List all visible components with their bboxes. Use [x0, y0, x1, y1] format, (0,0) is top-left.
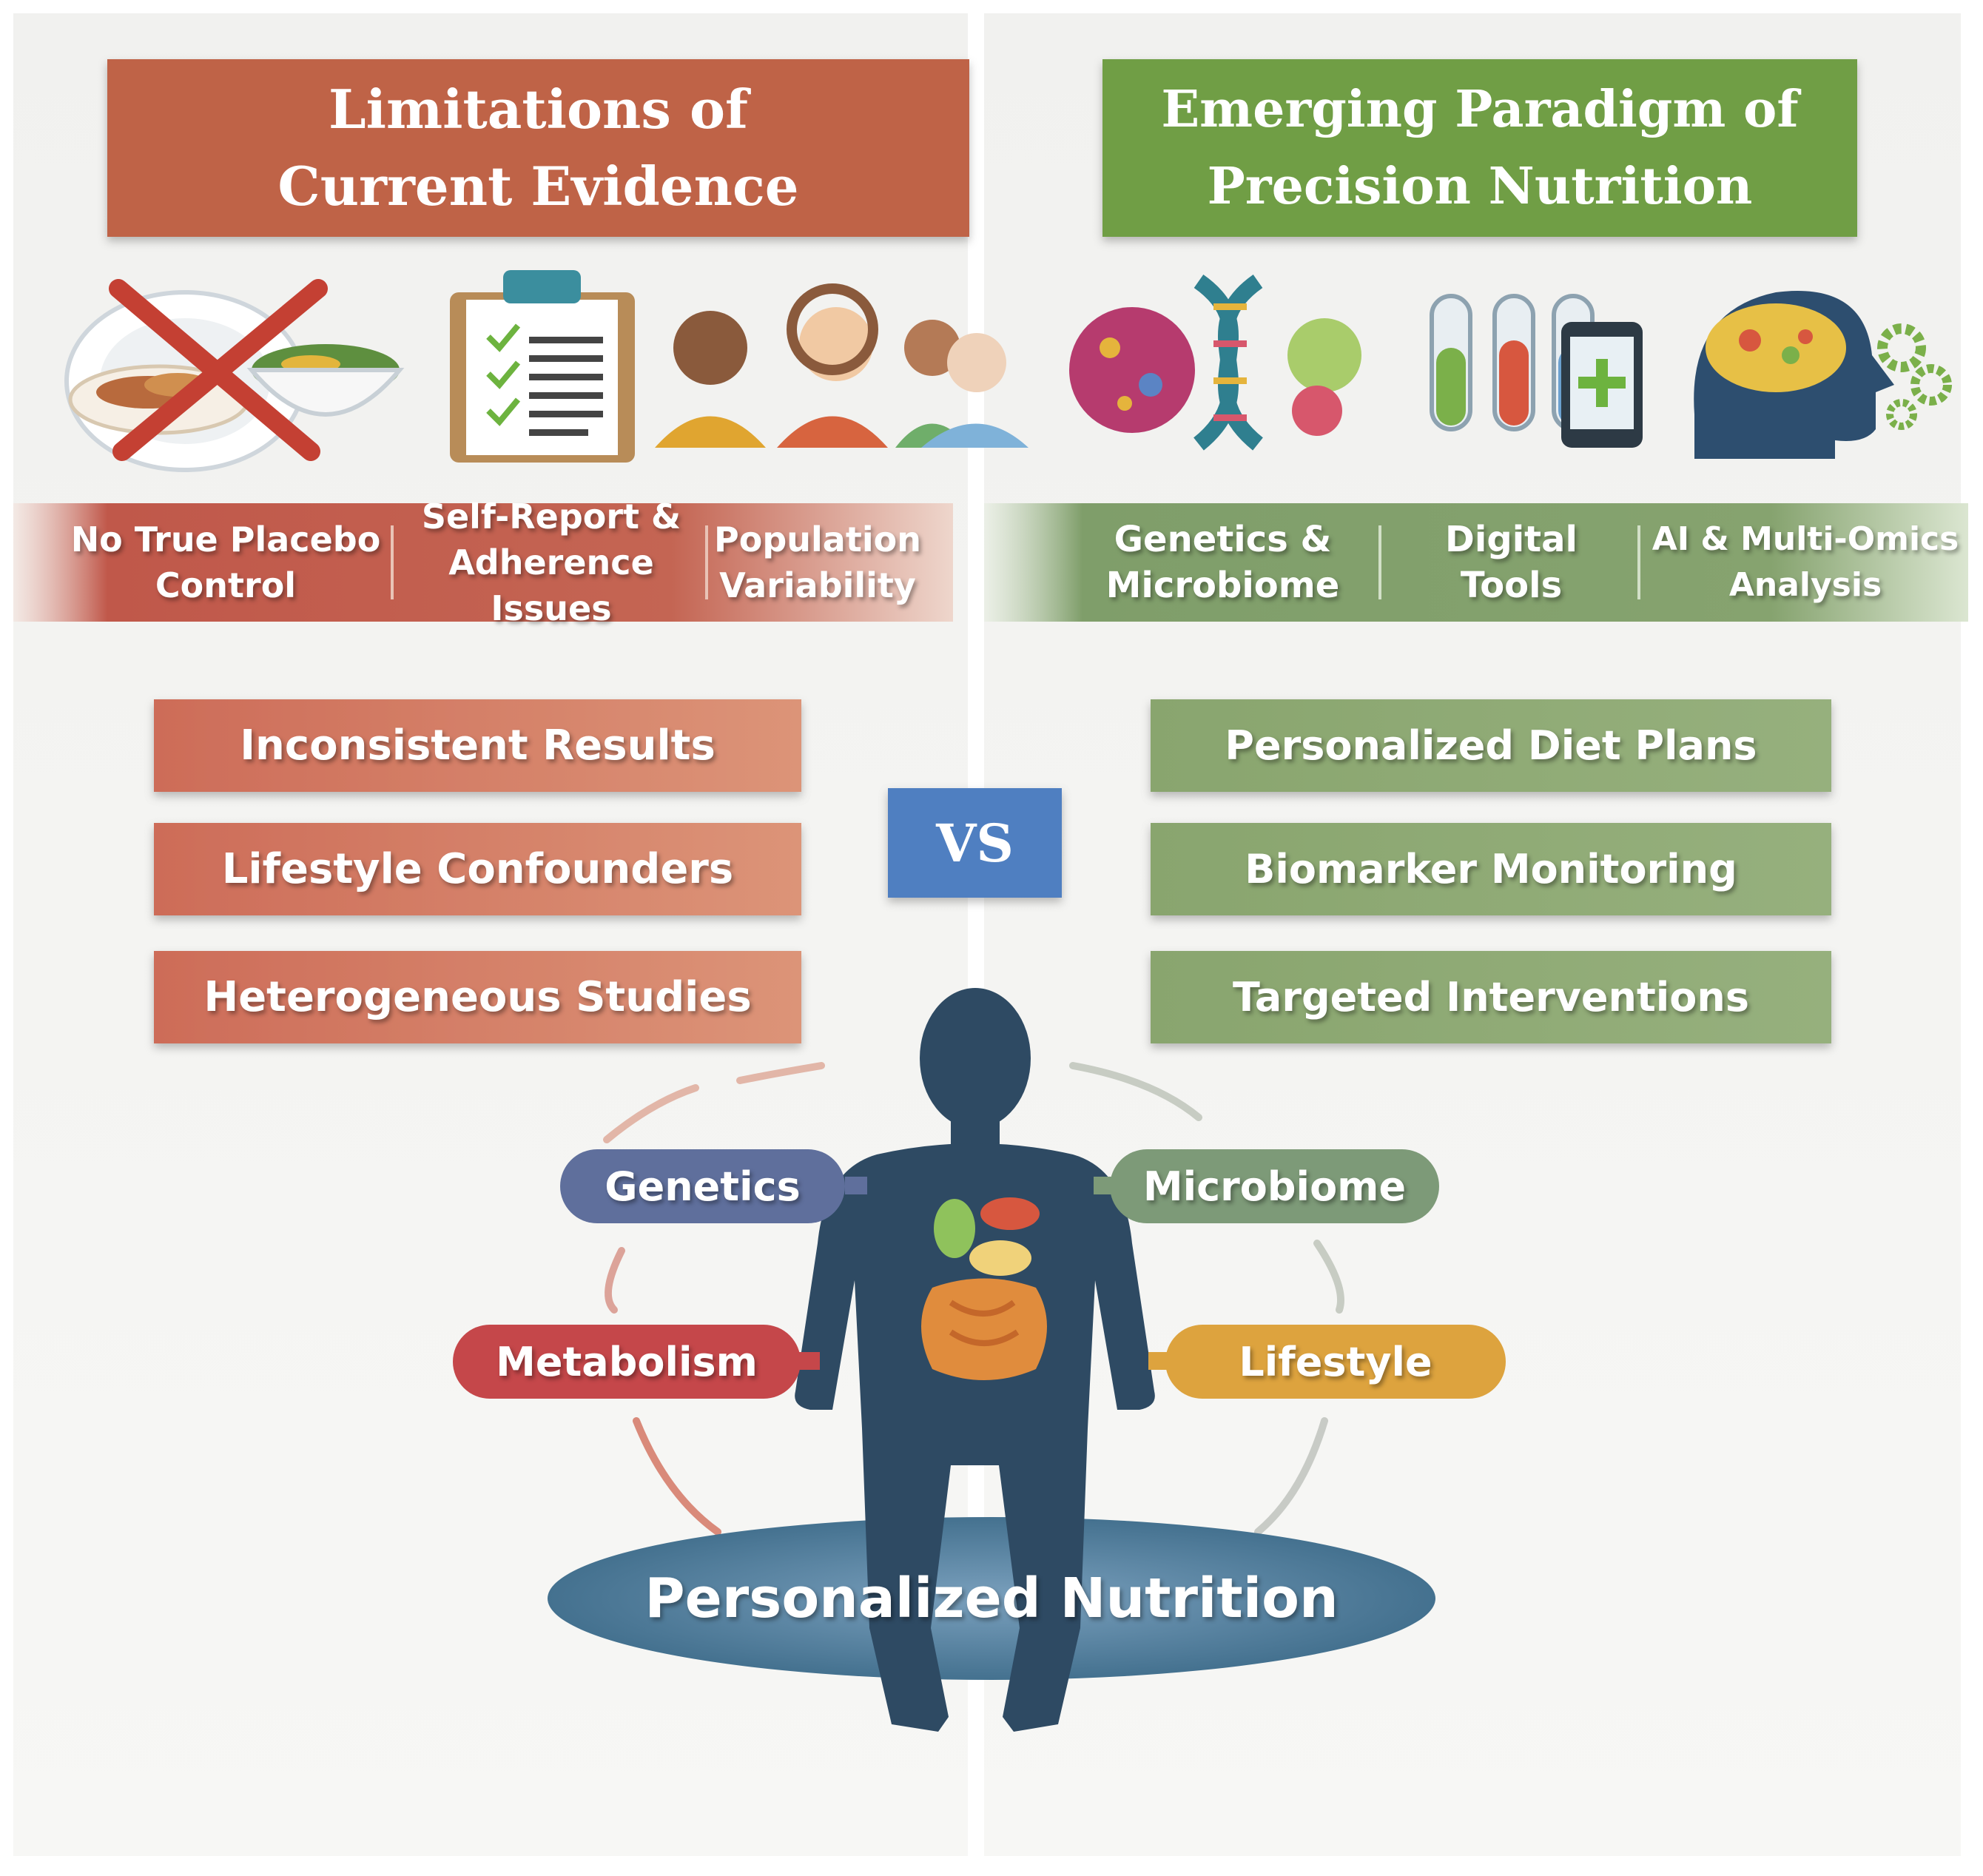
targeted-interventions-label: Targeted Interventions — [1233, 974, 1749, 1021]
left-title-line2: Current Evidence — [277, 155, 799, 218]
left-box-3 — [154, 951, 801, 1043]
lifestyle-connector — [1148, 1352, 1171, 1370]
right-box-3 — [1151, 951, 1831, 1043]
genetics-pill — [560, 1149, 845, 1223]
banner-genetics-microbiome: Genetics & Microbiome — [1065, 511, 1380, 614]
microbiome-connector — [1094, 1177, 1116, 1194]
genetics-label: Genetics — [605, 1163, 801, 1210]
banner-population-variability: Population Variability — [710, 511, 925, 614]
metabolism-connector — [798, 1352, 820, 1370]
brain-head-icon — [1694, 291, 1894, 459]
people-group-icon — [655, 283, 1028, 448]
metabolism-label: Metabolism — [496, 1338, 758, 1385]
lifestyle-label: Lifestyle — [1239, 1338, 1432, 1385]
microbiome-pill — [1110, 1149, 1439, 1223]
left-title: Limitations of Current Evidence — [107, 63, 969, 233]
lifestyle-confounders-label: Lifestyle Confounders — [221, 845, 734, 893]
personalized-nutrition-label: Personalized Nutrition — [644, 1567, 1339, 1630]
clipboard-checklist-icon — [450, 270, 635, 463]
right-title-box — [1102, 59, 1857, 237]
smartphone-health-icon — [1561, 322, 1643, 448]
center-ellipse — [548, 1517, 1435, 1680]
factor-ring — [603, 1062, 1344, 1536]
left-box-2 — [154, 823, 801, 915]
left-banner — [13, 503, 953, 622]
right-banner — [984, 503, 1968, 622]
gears-icon — [1877, 323, 1952, 430]
right-title: Emerging Paradigm of Precision Nutrition — [1102, 63, 1857, 233]
metabolism-pill — [453, 1325, 801, 1399]
banner-label: No True Placebo — [70, 520, 381, 559]
banner-label: Control — [155, 565, 297, 605]
genetics-connector — [845, 1177, 867, 1194]
dna-icon — [1193, 274, 1264, 451]
banner-label: Adherence Issues — [448, 542, 654, 628]
left-title-box — [107, 59, 969, 237]
biomarker-monitoring-label: Biomarker Monitoring — [1245, 846, 1737, 892]
banner-self-report: Self-Report & Adherence Issues — [396, 497, 707, 628]
personalized-diet-plans-label: Personalized Diet Plans — [1225, 722, 1757, 769]
vs-label: VS — [936, 812, 1014, 874]
left-title-line1: Limitations of — [329, 78, 748, 141]
banner-digital-tools: Digital Tools — [1384, 511, 1639, 614]
banner-label: Population — [714, 520, 921, 559]
bowl-icon — [246, 344, 405, 417]
heterogeneous-studies-label: Heterogeneous Studies — [203, 973, 752, 1021]
banner-label: Microbiome — [1105, 565, 1340, 606]
left-box-1 — [154, 699, 801, 792]
microbiome-label: Microbiome — [1142, 1163, 1407, 1210]
banner-label: Digital — [1445, 519, 1578, 560]
banner-label: Variability — [719, 565, 916, 605]
banner-ai-multi-omics: AI & Multi-Omics Analysis — [1643, 511, 1968, 614]
banner-label: Self-Report & — [421, 497, 681, 537]
banner-label: Analysis — [1728, 566, 1882, 604]
banner-label: AI & Multi-Omics — [1652, 520, 1959, 558]
banner-no-true-placebo: No True Placebo Control — [59, 511, 392, 614]
right-title-line1: Emerging Paradigm of — [1161, 80, 1799, 139]
banner-label: Genetics & — [1114, 519, 1332, 560]
right-box-1 — [1151, 699, 1831, 792]
right-title-line2: Precision Nutrition — [1207, 157, 1753, 216]
banner-label: Tools — [1460, 565, 1563, 606]
lifestyle-pill — [1165, 1325, 1506, 1399]
human-body-silhouette — [795, 988, 1155, 1732]
right-box-2 — [1151, 823, 1831, 915]
inconsistent-results-label: Inconsistent Results — [240, 722, 716, 770]
microbe-icon — [1069, 307, 1361, 436]
crossed-out-plate-icon — [64, 279, 328, 472]
digestive-organs-icon — [921, 1197, 1047, 1380]
vs-box — [888, 788, 1062, 898]
